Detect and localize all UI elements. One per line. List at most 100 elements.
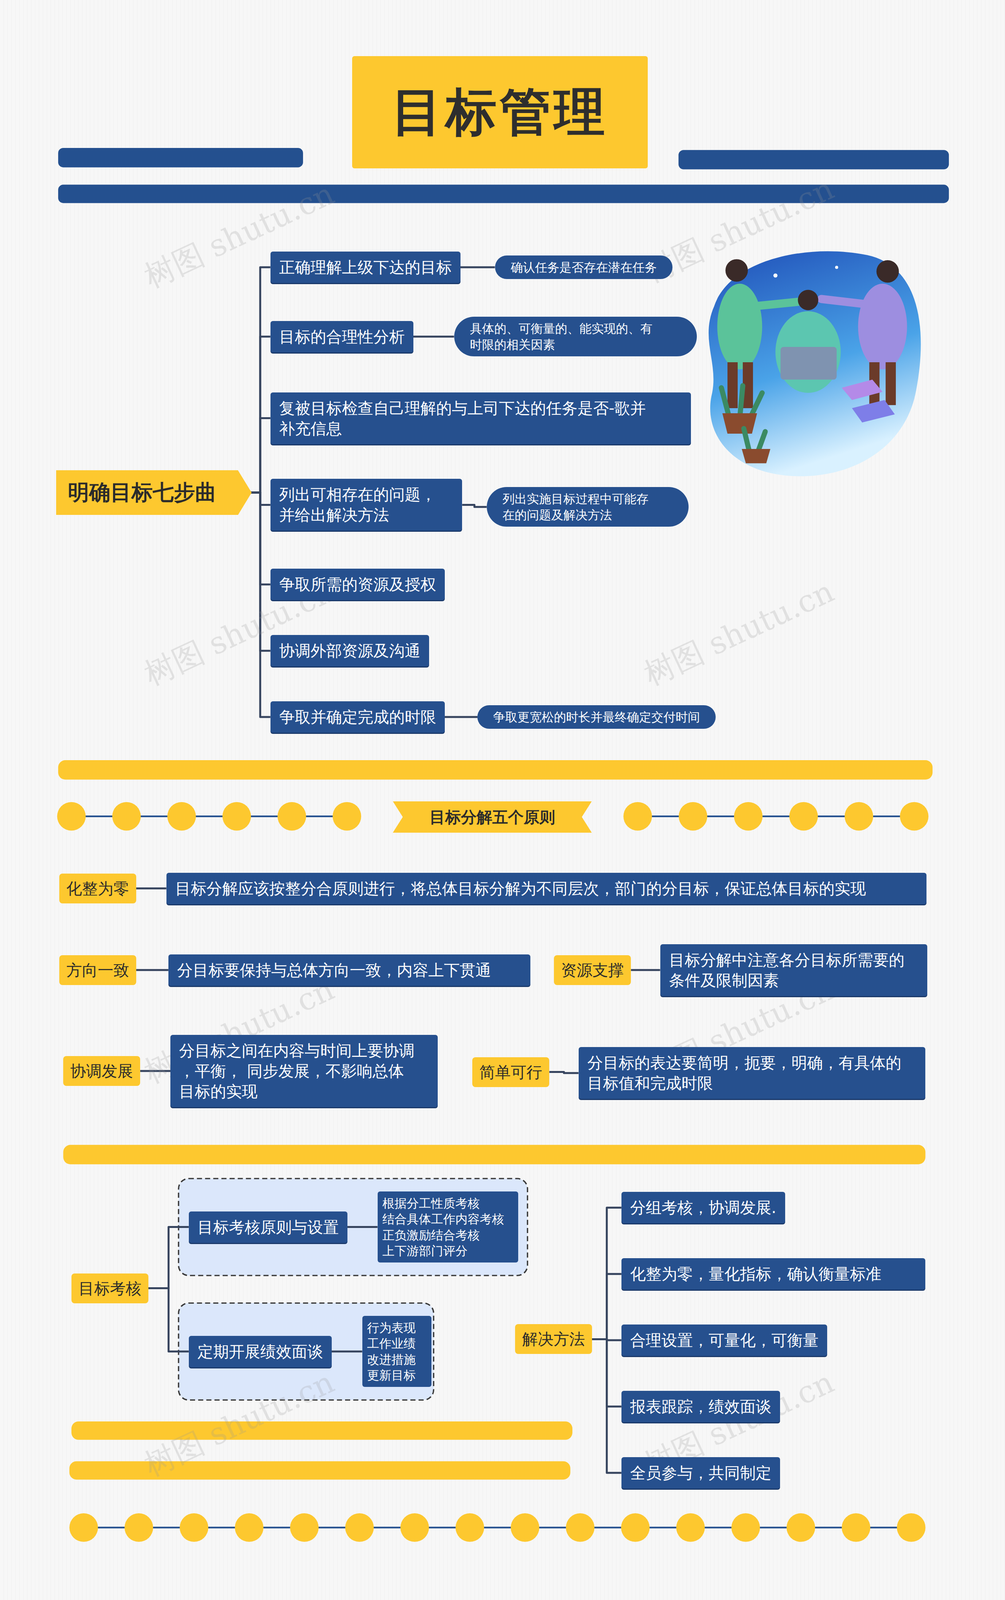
process-box: 分目标的表达要简明，扼要，明确，有具体的 目标值和完成时限 [578, 1047, 926, 1100]
process-box: 分组考核，协调发展. [621, 1192, 786, 1224]
dot-rows [57, 802, 929, 1543]
connector [444, 716, 478, 719]
node-text: 明确目标七步曲 [67, 478, 217, 507]
note-pill: 确认任务是否存在潜在任务 [495, 255, 673, 280]
team-illustration [708, 251, 921, 477]
section-tag: 明确目标七步曲 [56, 470, 252, 516]
detail-box: 根据分工性质考核 结合具体工作内容考核 正负激励结合考核 上下游部门评分 [377, 1191, 519, 1263]
connector [462, 504, 487, 507]
process-box: 化整为零，量化指标，确认衡量标准 [621, 1258, 926, 1291]
process-box: 复被目标检查自己理解的与上司下达的任务是否-歌并 补充信息 [270, 392, 691, 445]
connector [250, 418, 271, 494]
category-tag: 解决方法 [515, 1324, 593, 1355]
process-box: 目标的合理性分析 [270, 321, 414, 353]
node-text: 化整为零 [66, 878, 130, 900]
node-text: 资源支撑 [560, 960, 624, 981]
process-box: 分目标要保持与总体方向一致，内容上下贯通 [168, 954, 531, 987]
node-text: 协调发展 [70, 1061, 134, 1082]
category-tag: 资源支撑 [553, 955, 631, 986]
node-text: 分组考核，协调发展. [630, 1197, 777, 1219]
title-box: 目标管理 [352, 56, 649, 169]
node-text: 解决方法 [522, 1329, 585, 1350]
node-text: 争取并确定完成的时限 [279, 707, 437, 728]
process-box: 报表跟踪，绩效面谈 [621, 1391, 781, 1423]
process-box: 目标分解应该按整分合原则进行，将总体目标分解为不同层次，部门的分目标，保证总体目… [166, 873, 927, 905]
node-text: 分目标之间在内容与时间上要协调 ，平衡， 同步发展，不影响总体 目标的实现 [179, 1040, 430, 1102]
node-text: 目标分解中注意各分目标所需要的 条件及限制因素 [668, 950, 920, 991]
node-text: 目标分解应该按整分合原则进行，将总体目标分解为不同层次，部门的分目标，保证总体目… [175, 878, 918, 900]
node-text: 目标的合理性分析 [279, 326, 405, 348]
process-box: 定期开展绩效面谈 [188, 1336, 332, 1368]
process-box: 争取所需的资源及授权 [270, 568, 445, 601]
connector [331, 1350, 363, 1353]
connector [347, 1226, 378, 1229]
connector [592, 1339, 622, 1473]
process-box: 分目标之间在内容与时间上要协调 ，平衡， 同步发展，不影响总体 目标的实现 [170, 1035, 438, 1108]
node-text: 正确理解上级下达的目标 [279, 257, 452, 278]
node-text: 全员参与，共同制定 [630, 1463, 772, 1484]
dashed-groups [178, 1178, 528, 1401]
note-pill: 列出实施目标过程中可能存 在的问题及解决方法 [486, 487, 689, 527]
connector [549, 1072, 579, 1074]
category-tag: 协调发展 [63, 1056, 141, 1087]
node-text: 争取所需的资源及授权 [279, 574, 437, 595]
category-tag: 方向一致 [59, 955, 137, 986]
note-pill: 争取更宽松的时长并最终确定交付时间 [477, 705, 716, 730]
node-text: 具体的、可衡量的、能实现的、有 时限的相关因素 [469, 320, 682, 353]
connector [148, 1288, 189, 1353]
process-box: 协调外部资源及沟通 [270, 635, 430, 667]
process-box: 列出可相存在的问题， 并给出解决方法 [270, 478, 463, 531]
process-box: 正确理解上级下达的目标 [270, 251, 461, 284]
process-box: 目标分解中注意各分目标所需要的 条件及限制因素 [660, 944, 928, 997]
node-text: 报表跟踪，绩效面谈 [630, 1396, 772, 1418]
node-text: 化整为零，量化指标，确认衡量标准 [630, 1264, 917, 1285]
connector [630, 969, 660, 972]
node-text: 分目标的表达要简明，扼要，明确，有具体的 目标值和完成时限 [587, 1052, 918, 1094]
connector [136, 887, 167, 890]
node-text: 列出可相存在的问题， 并给出解决方法 [279, 484, 454, 526]
note-pill: 具体的、可衡量的、能实现的、有 时限的相关因素 [454, 316, 698, 357]
connector [250, 267, 271, 493]
category-tag: 化整为零 [59, 873, 137, 904]
node-text: 简单可行 [479, 1062, 543, 1083]
section-band: 目标分解五个原则 [392, 801, 593, 834]
title-text: 目标管理 [391, 78, 609, 146]
node-text: 列出实施目标过程中可能存 在的问题及解决方法 [502, 491, 674, 523]
process-box: 全员参与，共同制定 [621, 1457, 781, 1490]
yellow-bars [58, 760, 933, 1481]
connector [413, 335, 455, 338]
connector [460, 266, 496, 269]
node-text: 根据分工性质考核 结合具体工作内容考核 正负激励结合考核 上下游部门评分 [382, 1195, 514, 1259]
node-text: 分目标要保持与总体方向一致，内容上下贯通 [177, 960, 523, 981]
category-tag: 目标考核 [71, 1273, 149, 1304]
process-box: 合理设置，可量化，可衡量 [621, 1324, 828, 1357]
node-text: 争取更宽松的时长并最终确定交付时间 [493, 709, 700, 726]
node-text: 复被目标检查自己理解的与上司下达的任务是否-歌并 补充信息 [279, 398, 683, 439]
node-text: 合理设置，可量化，可衡量 [630, 1330, 819, 1351]
connector [592, 1274, 622, 1340]
connector [592, 1207, 622, 1340]
node-text: 目标考核 [78, 1278, 142, 1300]
node-text: 定期开展绩效面谈 [197, 1341, 324, 1363]
node-text: 协调外部资源及沟通 [279, 640, 421, 662]
node-text: 目标考核原则与设置 [197, 1217, 339, 1238]
node-text: 方向一致 [66, 960, 130, 981]
category-tag: 简单可行 [472, 1057, 550, 1088]
node-text: 目标分解五个原则 [420, 807, 565, 828]
process-box: 目标考核原则与设置 [188, 1211, 348, 1244]
process-box: 争取并确定完成的时限 [270, 701, 445, 733]
detail-box: 行为表现 工作业绩 改进措施 更新目标 [362, 1316, 432, 1388]
connector [140, 1070, 171, 1073]
connector [136, 969, 169, 972]
node-text: 行为表现 工作业绩 改进措施 更新目标 [367, 1320, 428, 1384]
node-text: 确认任务是否存在潜在任务 [510, 259, 657, 276]
connector [250, 336, 271, 494]
watermark: 树图 shutu.cn [137, 1362, 341, 1487]
connector [148, 1227, 189, 1289]
connector [250, 492, 271, 718]
watermark: 树图 shutu.cn [637, 571, 841, 696]
